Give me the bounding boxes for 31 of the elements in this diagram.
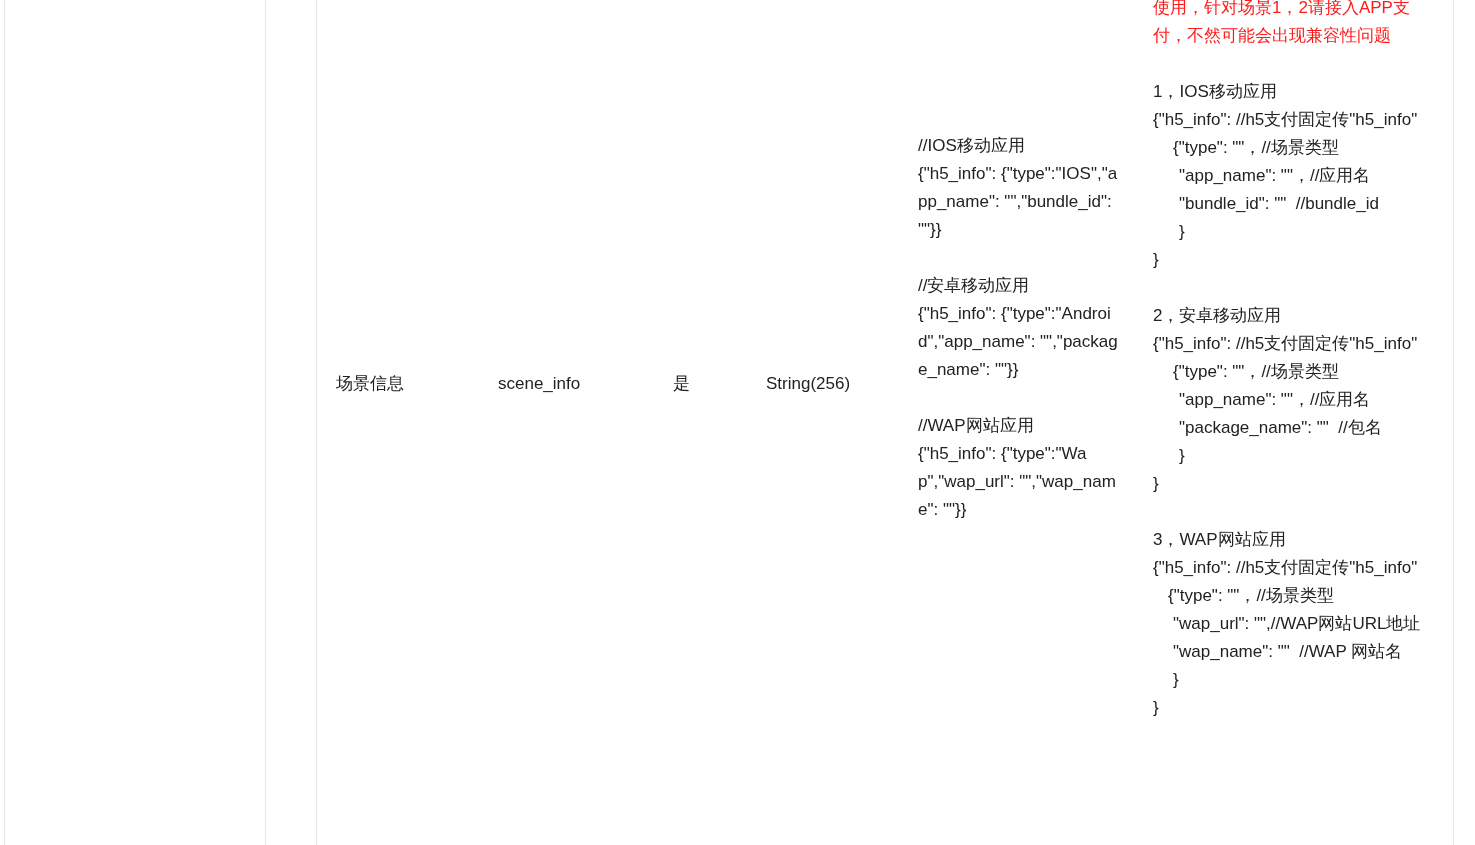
table-cell-text: 场景信息 <box>336 373 404 395</box>
code-line: "app_name": ""，//应用名 <box>1178 165 1372 187</box>
code-line: } <box>1153 249 1160 271</box>
table-cell-text: scene_info <box>498 373 581 395</box>
code-line: "wap_name": "" //WAP 网站名 <box>1172 641 1404 663</box>
code-line: } <box>1178 445 1186 467</box>
code-example: {"h5_info": {"type":"IOS","app_name": "","bundle_id": ""}} <box>918 163 1118 241</box>
code-line: "bundle_id": "" //bundle_id <box>1178 193 1380 215</box>
code-example: {"h5_info": {"type":"Wap","wap_url": "","wap_name": ""}} <box>918 443 1117 521</box>
code-example: //安卓移动应用 <box>918 275 1031 297</box>
code-line: {"type": ""，//场景类型 <box>1172 361 1340 383</box>
code-example: //WAP网站应用 <box>918 415 1035 437</box>
code-example: //IOS移动应用 <box>918 135 1026 157</box>
code-example: {"h5_info": {"type":"Android","app_name": "","package_name": ""}} <box>918 303 1118 381</box>
code-line: "package_name": "" //包名 <box>1178 417 1383 439</box>
code-line: {"h5_info": //h5支付固定传"h5_info" <box>1153 333 1419 355</box>
code-line: {"type": ""，//场景类型 <box>1167 585 1335 607</box>
section-heading: 2，安卓移动应用 <box>1153 305 1283 327</box>
code-line: "app_name": ""，//应用名 <box>1178 389 1372 411</box>
section-heading: 1，IOS移动应用 <box>1153 81 1278 103</box>
code-line: } <box>1153 697 1160 719</box>
code-line: {"h5_info": //h5支付固定传"h5_info" <box>1153 557 1419 579</box>
code-line: } <box>1153 473 1160 495</box>
code-line: } <box>1172 669 1180 691</box>
section-heading: 3，WAP网站应用 <box>1153 529 1287 551</box>
table-cell-text: 是 <box>673 373 690 395</box>
code-line: {"type": ""，//场景类型 <box>1172 137 1340 159</box>
code-line: } <box>1178 221 1186 243</box>
code-line: "wap_url": "",//WAP网站URL地址 <box>1172 613 1422 635</box>
table-cell-text: String(256) <box>766 373 851 395</box>
code-line: {"h5_info": //h5支付固定传"h5_info" <box>1153 109 1419 131</box>
